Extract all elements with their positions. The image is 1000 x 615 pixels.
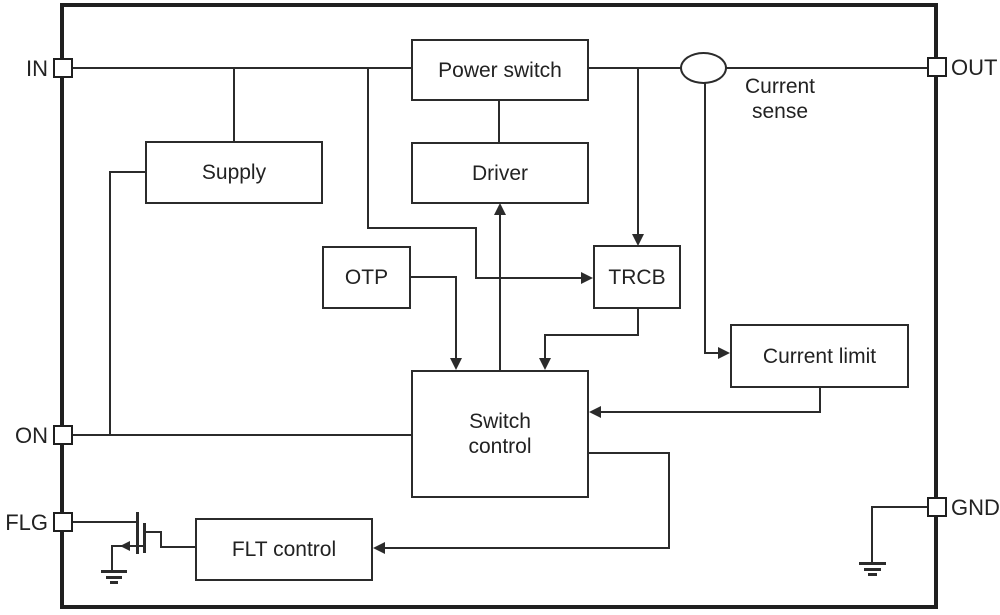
block-switch-control: Switch control (411, 370, 589, 498)
block-supply: Supply (145, 141, 323, 204)
wire-otp-out-v (455, 276, 457, 360)
block-flt-control: FLT control (195, 518, 373, 581)
wire-trcb-out-h (544, 334, 639, 336)
ground-gnd-bar2 (864, 568, 881, 571)
wire-on-rail (73, 434, 411, 436)
wire-out-rail (588, 67, 927, 69)
wire-control-to-flt-v (668, 452, 670, 549)
arrow-into-trcb-left (581, 272, 593, 284)
ground-gnd-bar3 (868, 573, 877, 576)
pin-flg-terminal (53, 512, 73, 532)
wire-on-to-supply-v (109, 171, 111, 436)
block-trcb-label: TRCB (608, 265, 666, 289)
ground-flg-bar2 (106, 576, 122, 579)
wire-control-to-driver (499, 213, 501, 370)
wire-control-to-flt-h2 (382, 547, 670, 549)
pin-in-label: IN (26, 56, 48, 81)
wire-trcb-out-v1 (637, 307, 639, 336)
block-switch-control-label: Switch control (468, 410, 532, 458)
block-otp: OTP (322, 246, 411, 309)
wire-control-to-flt-h1 (588, 452, 670, 454)
wire-gnd-h (872, 506, 927, 508)
arrow-trcb-into-switch-control (539, 358, 551, 370)
block-current-limit: Current limit (730, 324, 909, 388)
arrow-into-trcb-top (632, 234, 644, 246)
pin-out-terminal (927, 57, 947, 77)
wire-trcb-out-v2 (544, 334, 546, 360)
pin-gnd-terminal (927, 497, 947, 517)
block-driver-label: Driver (472, 161, 528, 185)
ground-gnd-bar1 (859, 562, 886, 565)
arrow-into-driver (494, 203, 506, 215)
wire-in-to-trcb-h1 (367, 227, 477, 229)
pin-on-label: ON (15, 423, 48, 448)
wire-on-to-supply-h (109, 171, 146, 173)
block-driver: Driver (411, 142, 589, 204)
wire-out-to-trcb (637, 67, 639, 237)
wire-gnd-v (871, 506, 873, 563)
wire-drain-to-flt (160, 546, 195, 548)
wire-otp-out-h (409, 276, 457, 278)
block-trcb: TRCB (593, 245, 681, 309)
block-otp-label: OTP (344, 266, 389, 289)
mosfet-drain-h (146, 531, 162, 533)
mosfet-source-arrow (120, 541, 130, 551)
mosfet-drain-v (160, 531, 162, 548)
wire-sense-to-limit-h (704, 352, 721, 354)
wire-in-to-trcb-v2 (475, 227, 477, 279)
pin-gnd-label: GND (951, 495, 1000, 520)
chip-outline (60, 3, 938, 609)
pin-flg-label: FLG (5, 510, 48, 535)
arrow-into-current-limit (718, 347, 730, 359)
current-sense-ellipse (680, 52, 727, 84)
wire-powerswitch-driver (498, 99, 500, 143)
arrow-into-flt-control (373, 542, 385, 554)
pin-on-terminal (53, 425, 73, 445)
mosfet-gate-bar (136, 512, 139, 554)
current-sense-label: Current sense (744, 75, 816, 123)
pin-out-label: OUT (951, 55, 998, 80)
wire-in-to-supply (233, 67, 235, 143)
mosfet-source-v (111, 545, 113, 571)
wire-limit-out-h (598, 411, 821, 413)
mosfet-channel-bar (143, 523, 146, 553)
block-supply-label: Supply (201, 161, 267, 184)
wire-in-to-trcb-v1 (367, 67, 369, 229)
wire-sense-to-limit-v (704, 80, 706, 354)
wire-limit-out-v (819, 386, 821, 413)
wire-flg-to-gate (73, 521, 138, 523)
block-current-limit-label: Current limit (762, 344, 877, 368)
arrow-otp-into-switch-control (450, 358, 462, 370)
block-power-switch-label: Power switch (438, 58, 562, 82)
ground-flg-bar1 (101, 570, 127, 573)
pin-in-terminal (53, 58, 73, 78)
block-flt-control-label: FLT control (231, 538, 337, 561)
ground-flg-bar3 (110, 581, 118, 584)
block-power-switch: Power switch (411, 39, 589, 101)
wire-in-to-trcb-h2 (475, 277, 583, 279)
arrow-limit-into-switch-control (589, 406, 601, 418)
wire-in-rail (73, 67, 411, 69)
